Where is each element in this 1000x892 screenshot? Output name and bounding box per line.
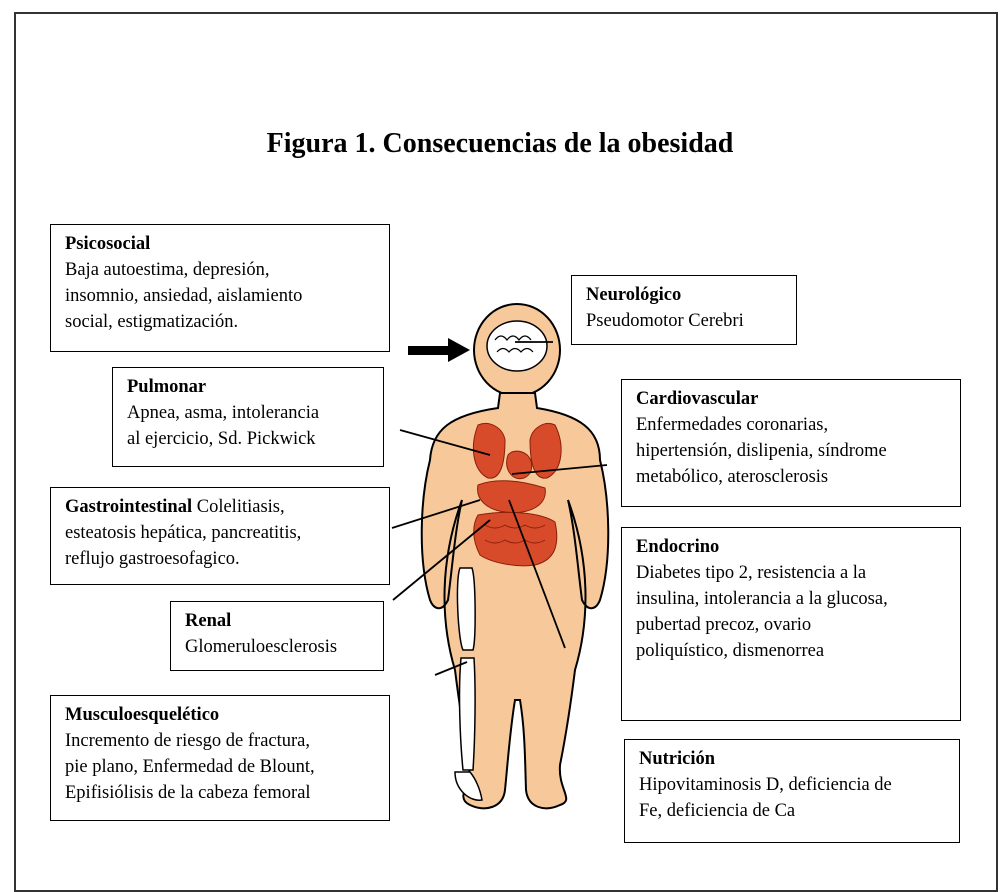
nutricion-box: Nutrición Hipovitaminosis D, deficiencia… bbox=[624, 739, 960, 843]
neurologico-text: Pseudomotor Cerebri bbox=[586, 311, 744, 331]
endocrino-heading: Endocrino bbox=[636, 537, 719, 557]
endocrino-box: Endocrino Diabetes tipo 2, resistencia a… bbox=[621, 527, 961, 721]
neurologico-heading: Neurológico bbox=[586, 285, 681, 305]
arrow-icon bbox=[408, 338, 470, 362]
nutricion-heading: Nutrición bbox=[639, 749, 715, 769]
gastrointestinal-box: Gastrointestinal Colelitiasis, esteatosi… bbox=[50, 487, 390, 585]
brain bbox=[487, 321, 547, 371]
pulmonar-heading: Pulmonar bbox=[127, 377, 206, 397]
cardiovascular-box: Cardiovascular Enfermedades coronarias, … bbox=[621, 379, 961, 507]
musculoesqueletico-text: Incremento de riesgo de fractura, pie pl… bbox=[65, 731, 315, 803]
nutricion-text: Hipovitaminosis D, deficiencia de Fe, de… bbox=[639, 775, 892, 821]
psicosocial-heading: Psicosocial bbox=[65, 234, 150, 254]
cardiovascular-text: Enfermedades coronarias, hipertensión, d… bbox=[636, 415, 887, 487]
psicosocial-text: Baja autoestima, depresión, insomnio, an… bbox=[65, 260, 302, 332]
gastrointestinal-heading: Gastrointestinal bbox=[65, 497, 192, 517]
psicosocial-box: Psicosocial Baja autoestima, depresión, … bbox=[50, 224, 390, 352]
cardiovascular-heading: Cardiovascular bbox=[636, 389, 758, 409]
musculoesqueletico-heading: Musculoesquelético bbox=[65, 705, 219, 725]
renal-box: Renal Glomeruloesclerosis bbox=[170, 601, 384, 671]
pulmonar-box: Pulmonar Apnea, asma, intolerancia al ej… bbox=[112, 367, 384, 467]
renal-heading: Renal bbox=[185, 611, 231, 631]
neurologico-box: Neurológico Pseudomotor Cerebri bbox=[571, 275, 797, 345]
renal-text: Glomeruloesclerosis bbox=[185, 637, 337, 657]
endocrino-text: Diabetes tipo 2, resistencia a la insuli… bbox=[636, 563, 888, 661]
musculoesqueletico-box: Musculoesquelético Incremento de riesgo … bbox=[50, 695, 390, 821]
pulmonar-text: Apnea, asma, intolerancia al ejercicio, … bbox=[127, 403, 319, 449]
